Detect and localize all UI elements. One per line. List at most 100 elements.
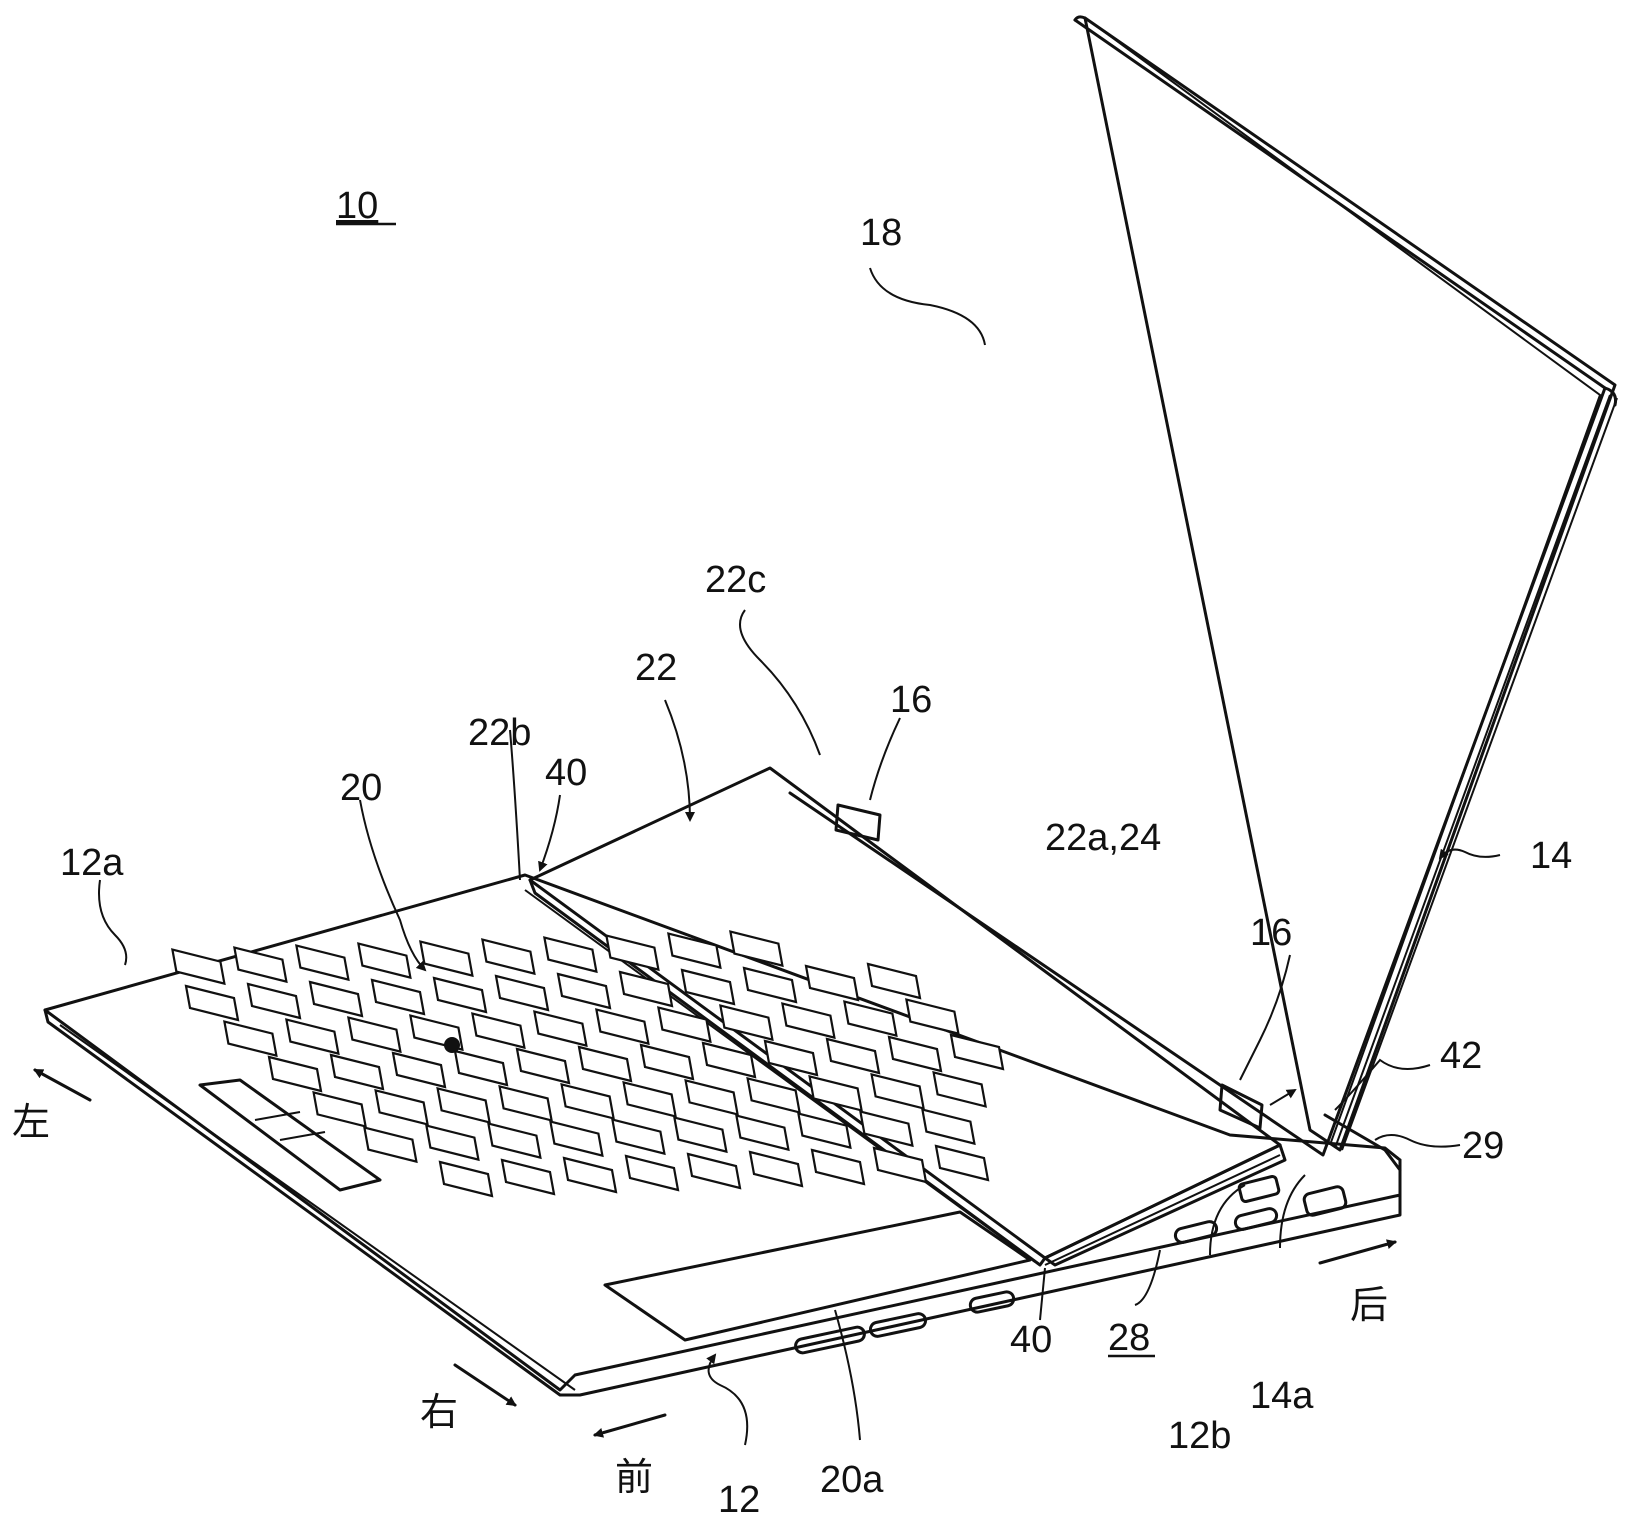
direction-front: 前	[615, 1455, 653, 1499]
keyboard-key	[932, 1070, 987, 1108]
keyboard-key	[295, 944, 350, 982]
label-18: 18	[860, 212, 902, 254]
keyboard-key	[825, 1037, 881, 1075]
keyboard-key	[370, 978, 426, 1016]
label-42: 42	[1440, 1035, 1482, 1077]
keyboard-key	[859, 1110, 914, 1148]
keyboard-key	[233, 946, 288, 984]
keyboard-key	[611, 1118, 666, 1156]
keyboard-key	[866, 962, 922, 1000]
label-16-upper: 16	[890, 679, 932, 721]
keyboard-key	[515, 1047, 571, 1085]
keyboard-key	[870, 1072, 925, 1110]
keyboard-key	[438, 1160, 494, 1198]
keyboard-key	[673, 1116, 728, 1154]
keyboard-key	[425, 1124, 480, 1162]
keyboard-key	[419, 940, 474, 978]
keyboard-key	[701, 1041, 757, 1079]
label-12: 12	[718, 1479, 760, 1521]
keyboard-key	[533, 1010, 588, 1048]
keyboard-key	[729, 930, 784, 968]
keyboard-key	[949, 1033, 1005, 1071]
base-chassis	[43, 873, 1402, 1397]
keyboard-key	[639, 1043, 695, 1081]
keyboard-key	[347, 1016, 402, 1054]
direction-left: 左	[12, 1100, 50, 1144]
direction-right: 右	[420, 1390, 458, 1434]
palmrest-pad-left	[198, 1078, 382, 1192]
keyboard-key	[686, 1152, 742, 1190]
label-22a-24: 22a,24	[1045, 817, 1161, 859]
keyboard-key	[577, 1045, 633, 1083]
keyboard-key	[684, 1078, 739, 1116]
keyboard-key	[657, 1006, 712, 1044]
keyboard-key	[680, 968, 736, 1006]
direction-arrows	[33, 1068, 1397, 1438]
keyboard-key	[494, 974, 550, 1012]
label-20a: 20a	[820, 1459, 884, 1501]
keyboard-key	[905, 998, 960, 1036]
keyboard-key	[804, 964, 860, 1002]
keyboard-key	[810, 1148, 866, 1186]
label-29: 29	[1462, 1125, 1504, 1167]
label-40-lower: 40	[1010, 1319, 1052, 1361]
keyboard-key	[748, 1150, 804, 1188]
keyboard-key	[246, 982, 302, 1020]
label-28: 28	[1108, 1317, 1150, 1359]
keyboard-key	[622, 1080, 677, 1118]
keyboard-key	[872, 1146, 928, 1184]
keyboard-key	[562, 1156, 618, 1194]
keyboard-key	[285, 1018, 340, 1056]
keyboard-key	[357, 942, 412, 980]
keyboard-key	[549, 1120, 604, 1158]
keyboard-key	[595, 1008, 650, 1046]
touchpad	[603, 1210, 1032, 1342]
keyboard-key	[184, 984, 240, 1022]
keyboard-key	[887, 1035, 943, 1073]
keyboard-key	[624, 1154, 680, 1192]
keyboard-key	[453, 1049, 509, 1087]
keyboard-key	[746, 1076, 801, 1114]
keyboard-key	[921, 1108, 976, 1146]
label-20: 20	[340, 767, 382, 809]
label-14: 14	[1530, 835, 1572, 877]
keyboard-key	[487, 1122, 542, 1160]
keyboard-key	[498, 1084, 553, 1122]
label-14a: 14a	[1250, 1375, 1314, 1417]
label-22c: 22c	[705, 559, 766, 601]
keyboard-key	[363, 1126, 418, 1164]
keyboard-key	[171, 948, 226, 986]
keyboard-key	[797, 1112, 852, 1150]
keyboard	[171, 930, 1005, 1198]
keyboard-key	[267, 1055, 323, 1093]
keyboard-key	[556, 972, 612, 1010]
keyboard-key	[329, 1053, 385, 1091]
keyboard-key	[763, 1039, 819, 1077]
display-lid	[788, 15, 1618, 1157]
label-22b: 22b	[468, 712, 531, 754]
keyboard-key	[742, 966, 798, 1004]
label-16-lower: 16	[1250, 912, 1292, 954]
label-12b: 12b	[1168, 1415, 1231, 1457]
keyboard-key	[781, 1002, 836, 1040]
keyboard-key	[560, 1082, 615, 1120]
leader-lines	[98, 267, 1501, 1446]
keyboard-key	[471, 1012, 526, 1050]
keyboard-key	[667, 932, 722, 970]
keyboard-key	[374, 1088, 429, 1126]
direction-rear: 后	[1350, 1283, 1388, 1327]
trackpoint	[444, 1037, 460, 1053]
keyboard-key	[432, 976, 488, 1014]
keyboard-key	[391, 1051, 447, 1089]
keyboard-key	[436, 1086, 491, 1124]
keyboard-key	[223, 1020, 278, 1058]
keyboard-key	[843, 1000, 898, 1038]
keyboard-key	[618, 970, 674, 1008]
keyboard-key	[808, 1074, 863, 1112]
label-22: 22	[635, 647, 677, 689]
keyboard-key	[934, 1144, 990, 1182]
keyboard-key	[605, 934, 660, 972]
keyboard-key	[543, 936, 598, 974]
label-12a: 12a	[60, 842, 124, 884]
